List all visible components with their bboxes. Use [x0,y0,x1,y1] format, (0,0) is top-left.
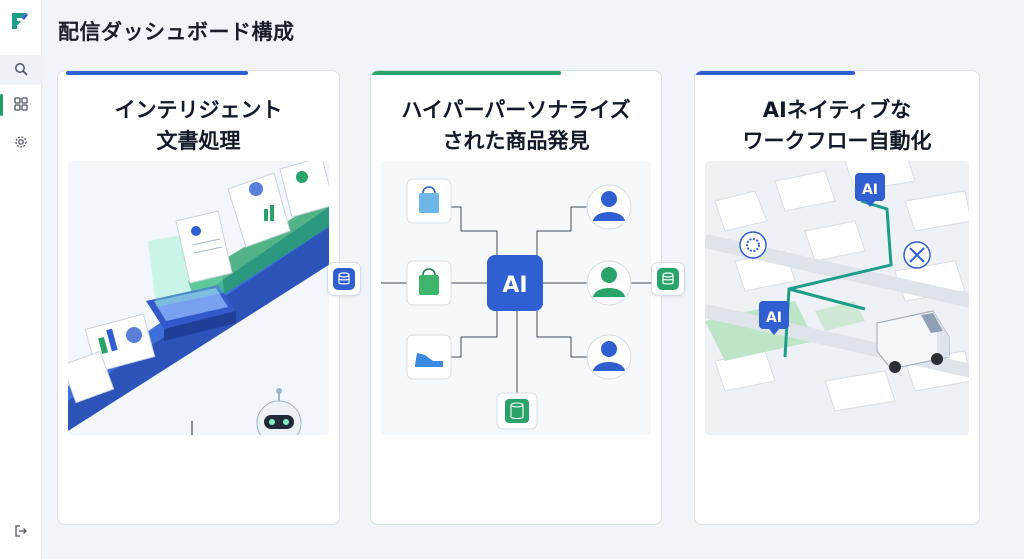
user-avatar-icon [586,184,632,230]
sidebar-item-settings[interactable] [0,128,42,158]
document-icon [279,161,329,218]
ai-pin-label: AI [766,310,782,326]
robot-icon [191,388,302,435]
ai-map-pin: AI [759,301,789,335]
shopping-bag-icon [406,260,452,306]
database-icon [496,392,538,430]
card-personalized-discovery[interactable]: ハイパーパーソナライズ された商品発見 [370,70,662,525]
search-icon [14,61,28,80]
personalization-illustration: AI [381,161,651,435]
user-avatar-icon [586,334,632,380]
logout-icon [14,523,28,542]
document-icon [175,210,233,284]
card-accent-bar [371,71,561,75]
grid-icon [14,96,28,115]
workflow-map-illustration: AI AI [705,161,969,435]
page-title: 配信ダッシュボード構成 [58,20,295,44]
card-title: インテリジェント 文書処理 [114,98,283,153]
ai-map-pin: AI [855,173,885,207]
ai-hub-label: AI [502,273,527,298]
card-document-processing[interactable]: インテリジェント 文書処理 [57,70,340,525]
card-accent-bar [66,71,248,75]
document-processing-illustration [68,161,329,435]
ai-hub: AI [487,255,543,311]
app-logo [9,10,31,32]
user-avatar-icon [586,260,632,306]
gear-icon [739,231,767,259]
card-accent-bar [695,71,855,75]
sidebar-item-logout[interactable] [0,517,42,547]
database-icon [333,268,355,290]
card-title: AIネイティブな ワークフロー自動化 [742,98,932,153]
gear-icon [14,134,28,153]
tools-icon [903,241,931,269]
scanner-device [146,229,236,341]
ai-pin-label: AI [862,182,878,198]
sidebar [0,0,42,559]
data-connector-1 [327,262,361,296]
data-connector-2 [651,262,685,296]
sidebar-item-dashboard[interactable] [0,90,42,120]
card-title: ハイパーパーソナライズ された商品発見 [401,98,631,153]
shopping-bag-icon [406,178,452,224]
database-icon [657,268,679,290]
delivery-van-icon [876,310,950,373]
sidebar-item-search[interactable] [0,55,42,85]
document-icon [227,172,291,248]
sneaker-icon [406,334,452,380]
card-workflow-automation[interactable]: AIネイティブな ワークフロー自動化 [694,70,980,525]
